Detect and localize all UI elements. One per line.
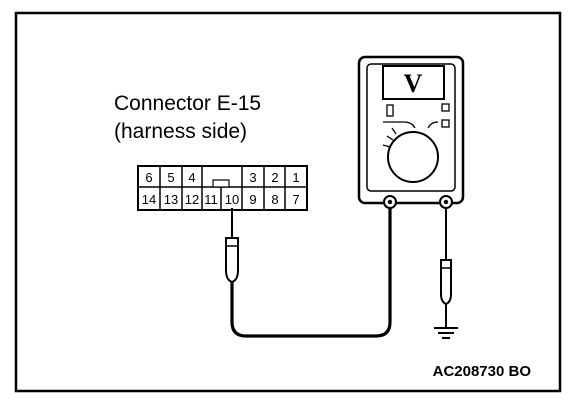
figure-code: AC208730 BO	[433, 363, 532, 380]
pin-7: 7	[292, 192, 299, 207]
ground-symbol-icon	[434, 322, 458, 339]
multimeter-display	[382, 65, 445, 100]
pin-14: 14	[142, 192, 156, 207]
multimeter: V	[357, 55, 465, 209]
pin-11: 11	[204, 192, 218, 207]
pin-5: 5	[167, 170, 174, 185]
pin-9: 9	[249, 192, 256, 207]
pin-2: 2	[271, 170, 278, 185]
pin-12: 12	[185, 192, 199, 207]
pin-1: 1	[292, 170, 299, 185]
figure-border	[14, 11, 562, 393]
rotary-selector-icon	[382, 127, 439, 183]
pin-6: 6	[145, 170, 152, 185]
connector-e15: 6 5 4 3 2 1 14 13 12 11 10 9 8 7	[137, 165, 308, 211]
pin-4: 4	[188, 170, 195, 185]
pin-13: 13	[164, 192, 178, 207]
test-probe-icon	[225, 208, 239, 284]
ground-probe-icon	[440, 259, 452, 322]
voltage-mode-symbol: V	[404, 69, 423, 98]
connector-lock-tab	[212, 179, 230, 188]
pin-3: 3	[249, 170, 256, 185]
pin-8: 8	[271, 192, 278, 207]
connector-subtitle: (harness side)	[114, 120, 247, 143]
black-test-lead	[230, 202, 392, 338]
connector-title: Connector E-15	[114, 92, 261, 115]
pin-10: 10	[225, 192, 239, 207]
